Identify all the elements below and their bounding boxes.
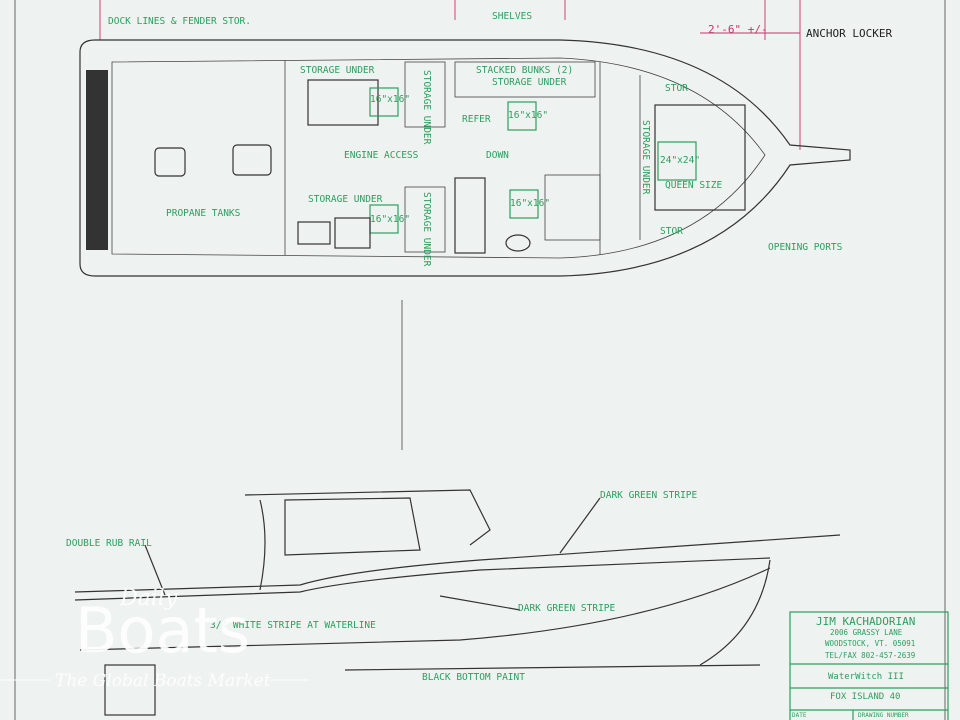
deck-hatch — [232, 144, 272, 176]
label-dark-green-stripe: DARK GREEN STRIPE — [600, 490, 698, 501]
label-hatch: 16"x16" — [508, 110, 548, 121]
rub-rail — [74, 557, 771, 601]
label-stacked-bunks: STACKED BUNKS (2) — [476, 65, 573, 76]
label-shelves: SHELVES — [492, 11, 532, 22]
hatch-24 — [657, 141, 697, 181]
rudder — [104, 664, 156, 716]
label-hatch: 16"x16" — [370, 94, 410, 105]
label-storage-under: STORAGE UNDER — [492, 77, 567, 88]
label-opening-ports: OPENING PORTS — [768, 242, 843, 253]
designer-name: JIM KACHADORIAN — [816, 615, 915, 628]
label-stor: STOR — [665, 83, 688, 94]
watermark-logo: Daily Boats The Global Boats Market — [0, 586, 310, 691]
hull-outline — [79, 39, 851, 277]
label-down: DOWN — [486, 150, 509, 161]
label-hatch: 16"x16" — [370, 214, 410, 225]
cabin-windows — [284, 497, 421, 556]
hatch-16 — [507, 101, 537, 131]
label-storage-under: STORAGE UNDER — [300, 65, 375, 76]
title-block: JIM KACHADORIAN 2006 GRASSY LANE WOODSTO… — [789, 611, 949, 720]
refrigerator — [454, 177, 486, 254]
designer-address-2: WOODSTOCK, VT. 05091 — [825, 639, 915, 648]
label-double-rub-rail: DOUBLE RUB RAIL — [66, 538, 152, 549]
boat-model: FOX ISLAND 40 — [830, 692, 900, 702]
toilet — [505, 234, 531, 252]
bow-stem — [699, 559, 771, 666]
drawing-number-label: DRAWING NUMBER — [858, 712, 909, 719]
label-dark-green-stripe: DARK GREEN STRIPE — [518, 603, 616, 614]
label-hatch: 24"x24" — [660, 155, 700, 166]
svg-text:Boats: Boats — [75, 594, 250, 667]
hatch-16 — [509, 189, 539, 219]
label-queen-size: QUEEN SIZE — [665, 180, 722, 191]
deck-hatch — [154, 147, 186, 177]
transom-grid — [86, 70, 108, 250]
designer-phone: TEL/FAX 802-457-2639 — [825, 651, 915, 660]
cabin-top — [244, 489, 491, 546]
label-bottom-paint: BLACK BOTTOM PAINT — [422, 672, 525, 683]
sink — [297, 221, 331, 245]
label-engine-access: ENGINE ACCESS — [344, 150, 419, 161]
deck-inner-outline — [111, 57, 766, 259]
stove — [334, 217, 371, 249]
label-stor: STOR — [660, 226, 683, 237]
boat-name: WaterWitch III — [828, 672, 904, 682]
label-propane-tanks: PROPANE TANKS — [166, 208, 241, 219]
label-storage-under-vertical: STORAGE UNDER — [421, 192, 432, 267]
label-storage-under: STORAGE UNDER — [308, 194, 383, 205]
label-storage-under-vertical: STORAGE UNDER — [421, 70, 432, 145]
label-hatch: 16"x16" — [510, 198, 550, 209]
settee — [307, 79, 379, 126]
waterline — [79, 567, 771, 651]
sheer-line — [74, 534, 841, 593]
label-storage-under-vertical: STORAGE UNDER — [640, 120, 651, 195]
profile-view — [74, 300, 841, 716]
label-dock-lines: DOCK LINES & FENDER STOR. — [108, 16, 251, 27]
label-anchor-locker: ANCHOR LOCKER — [806, 27, 892, 40]
dimension-lines — [99, 0, 801, 150]
label-refer: REFER — [462, 114, 491, 125]
label-white-stripe: 3/4 WHITE STRIPE AT WATERLINE — [210, 620, 376, 631]
label-dimension: 2'-6" +/- — [708, 23, 768, 36]
svg-text:The Global Boats Market: The Global Boats Market — [55, 671, 271, 691]
keel — [344, 664, 761, 671]
date-label: DATE — [792, 712, 807, 719]
svg-text:Daily: Daily — [119, 586, 178, 611]
designer-address-1: 2006 GRASSY LANE — [830, 628, 903, 637]
hatch-16 — [369, 87, 399, 117]
queen-berth — [654, 104, 746, 211]
plan-view — [79, 39, 851, 277]
